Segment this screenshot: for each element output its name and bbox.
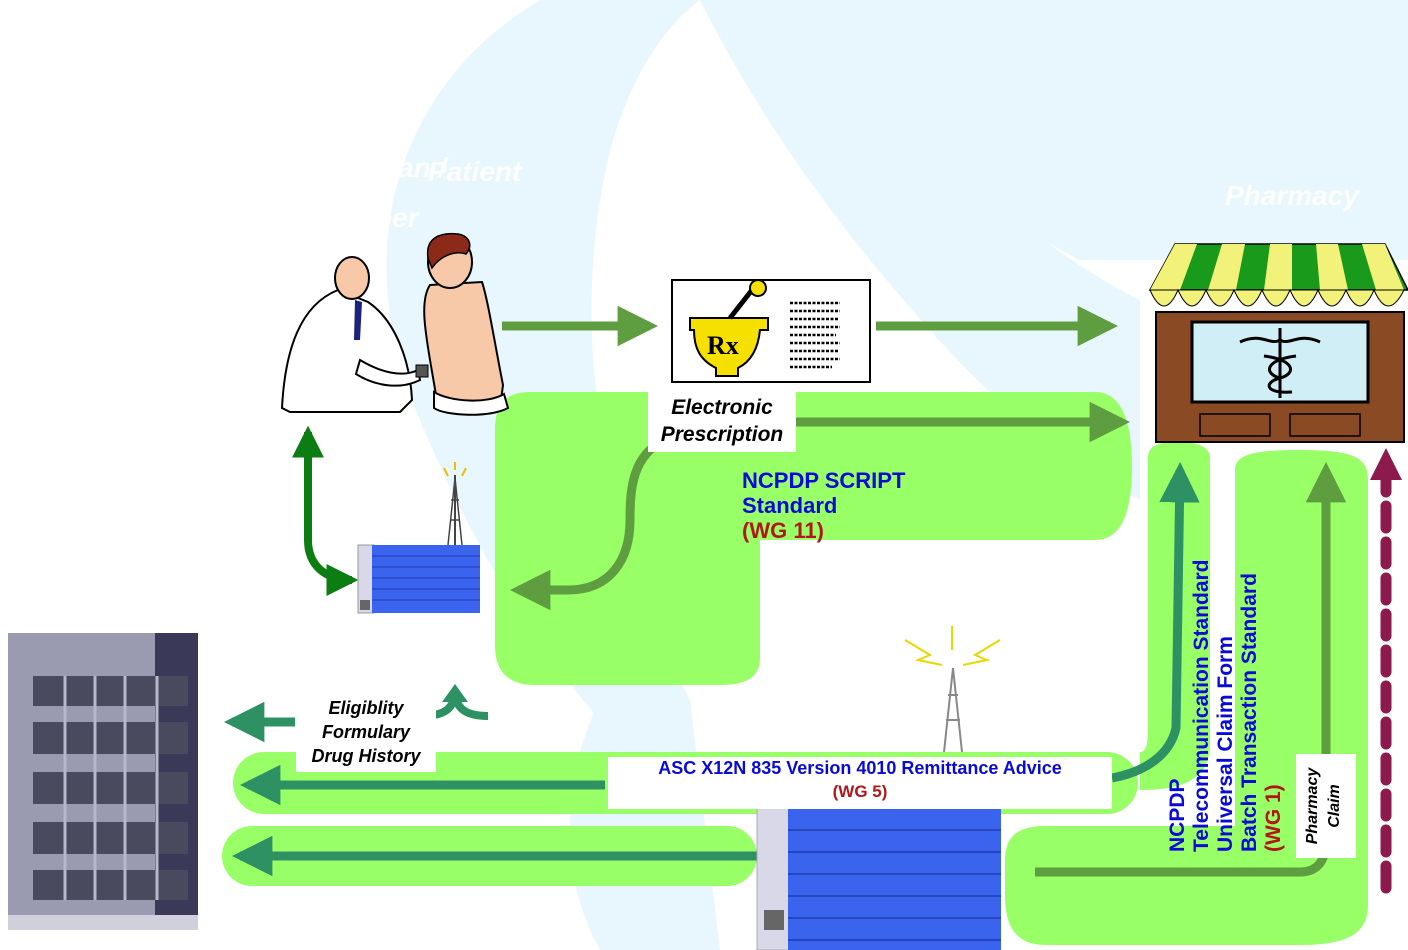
telecom-standard-label: NCPDP Telecommunication Standard Univers… xyxy=(1166,559,1285,853)
flow-arrows xyxy=(223,305,1402,894)
mortar-bowl xyxy=(689,317,769,377)
claim-tube xyxy=(1005,450,1368,945)
physician-patient-illustration xyxy=(280,232,510,416)
script-standard-label: NCPDP SCRIPT Standard (WG 11) xyxy=(742,468,906,543)
pharmacy-storefront xyxy=(1148,243,1408,443)
physician-head xyxy=(334,256,370,300)
label-physician-prescriber: Physician / Prescriber xyxy=(280,152,447,233)
pestle xyxy=(728,288,754,320)
switch-server-front xyxy=(788,808,1001,950)
building-windows xyxy=(33,676,188,900)
prescription-text-lines xyxy=(790,301,840,369)
label-poc-vendor: POC Vendor xyxy=(380,618,476,681)
poc-vendor-server xyxy=(357,462,480,614)
label-pharmacy: Pharmacy xyxy=(1225,180,1359,211)
switch-antenna-tower xyxy=(943,667,963,753)
pharmacy-awning-stripes xyxy=(1150,244,1404,290)
patient-towel xyxy=(433,390,510,416)
arrow-telecom-up xyxy=(1111,461,1200,783)
background-swoosh xyxy=(850,0,1408,260)
caduceus-icon xyxy=(1239,328,1321,398)
remittance-label: ASC X12N 835 Version 4010 Remittance Adv… xyxy=(608,757,1112,809)
pharmacy-awning-scallops xyxy=(1149,288,1405,307)
stethoscope-chestpiece xyxy=(415,364,429,378)
arrow-poc-fork-head xyxy=(442,684,468,702)
poc-server-front xyxy=(372,545,480,613)
prescription-card: Rx xyxy=(671,279,871,383)
physician-tie xyxy=(354,300,362,340)
dashed-claim-arrowhead xyxy=(1370,448,1402,480)
arrow-physician-poc xyxy=(292,425,359,596)
background-swoosh xyxy=(700,0,1140,500)
poc-antenna-tower xyxy=(447,477,463,546)
arrow-script-to-poc xyxy=(509,435,668,611)
pharmacy-door-panel-right xyxy=(1289,413,1361,437)
rx-symbol: Rx xyxy=(707,331,739,360)
pestle-knob xyxy=(749,279,767,297)
physician-arm xyxy=(354,358,422,387)
pharmacy-door-panel-left xyxy=(1199,413,1271,437)
poc-antenna-signal xyxy=(443,462,467,477)
pharmacy-claim-label: Pharmacy Claim xyxy=(1296,754,1356,858)
patient-hair xyxy=(426,232,471,270)
payer-building xyxy=(8,633,198,930)
script-tube xyxy=(495,392,1132,685)
switch-server xyxy=(756,626,1001,950)
eligibility-label: Eligiblity Formulary Drug History xyxy=(296,696,436,772)
switch-antenna-signal xyxy=(904,626,1001,666)
label-patient: Patient xyxy=(428,156,522,187)
electronic-prescription-label: Electronic Prescription xyxy=(648,392,796,452)
